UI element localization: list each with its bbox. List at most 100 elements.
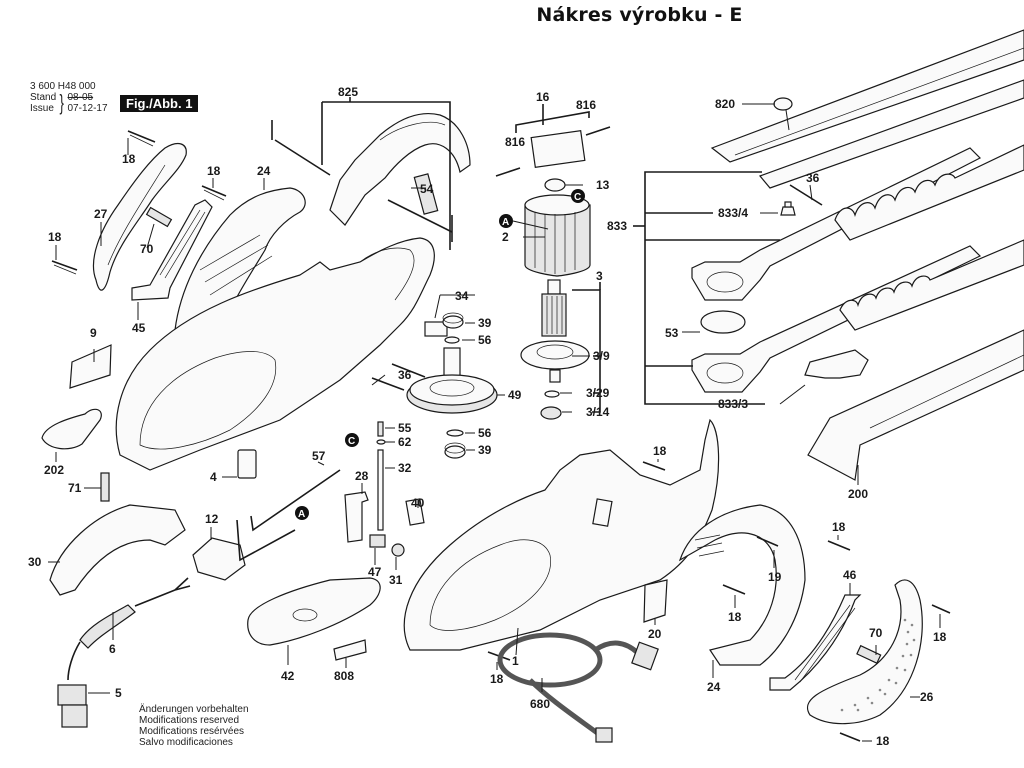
label-18-a: 18: [122, 152, 136, 166]
label-56-bottom: 56: [478, 426, 492, 440]
part-handle-grip-27: [92, 142, 187, 291]
label-27: 27: [94, 207, 108, 221]
label-816-top: 816: [576, 98, 596, 112]
spring-70-b: [856, 644, 882, 664]
blade-upper: [691, 144, 1024, 301]
svg-text:C: C: [348, 436, 355, 447]
label-16: 16: [536, 90, 550, 104]
label-18-right: 18: [933, 630, 947, 644]
label-18-c: 18: [207, 164, 221, 178]
part-housing-lower: [115, 237, 435, 471]
brush-holder-16: [495, 126, 611, 177]
label-54: 54: [420, 182, 434, 196]
label-71: 71: [68, 481, 82, 495]
label-9: 9: [90, 326, 97, 340]
label-40: 40: [411, 496, 425, 510]
label-24-top: 24: [257, 164, 271, 178]
bushing-39-b: [444, 442, 466, 459]
washer-3-29: [544, 390, 560, 398]
svg-text:A: A: [502, 217, 509, 228]
label-18-bottom: 18: [490, 672, 504, 686]
label-6: 6: [109, 642, 116, 656]
label-39-bottom: 39: [478, 443, 492, 457]
screw-18-g: [827, 540, 851, 551]
bearing-3-14: [540, 406, 562, 420]
label-57: 57: [312, 449, 326, 463]
stand-value: 08-05: [67, 92, 94, 103]
label-45: 45: [132, 321, 146, 335]
label-3-14: 3/14: [586, 405, 610, 419]
label-53: 53: [665, 326, 679, 340]
guard-26: [806, 579, 923, 725]
label-833: 833: [607, 219, 627, 233]
document-info: 3 600 H48 000 Stand Issue } 08-05 07-12-…: [30, 81, 108, 114]
part-rod-825-b: [387, 199, 453, 242]
label-62: 62: [398, 435, 412, 449]
page-title: Nákres výrobku - E: [536, 4, 743, 26]
svg-text:A: A: [298, 509, 305, 520]
armature-3: [541, 279, 567, 337]
screw-18-c: [201, 185, 227, 201]
part-switch-34: [424, 321, 448, 337]
label-808: 808: [334, 669, 354, 683]
label-39-top: 39: [478, 316, 492, 330]
rod-32: [377, 449, 384, 531]
part-40: [405, 498, 425, 526]
cover-42: [247, 577, 381, 646]
reference-marker-a-wire: A: [295, 506, 309, 520]
label-680: 680: [530, 697, 550, 711]
fan-3-9: [520, 340, 590, 383]
screw-18-h: [931, 604, 951, 614]
bearing-13: [544, 178, 566, 192]
screw-18-a: [127, 130, 156, 147]
spring-71: [100, 472, 110, 502]
brace-icon: }: [59, 90, 65, 115]
part-grip-45: [131, 199, 213, 301]
spring-70-a: [145, 206, 173, 228]
stand-label: Stand: [30, 92, 57, 103]
disclaimer-line-de: Änderungen vorbehalten: [139, 704, 249, 715]
ring-62: [376, 439, 386, 445]
disclaimer-line-en: Modifications reserved: [139, 715, 240, 726]
blade-cover-200: [807, 329, 1024, 481]
part-labels: 825 16 816 816 13 2 3 3/9 3/29 3/14 820 …: [28, 85, 947, 748]
screw-18-d: [642, 461, 666, 471]
label-42: 42: [281, 669, 295, 683]
reference-marker-a-motor: A: [499, 214, 549, 230]
label-202: 202: [44, 463, 64, 477]
label-200: 200: [848, 487, 868, 501]
spring-54: [413, 173, 439, 215]
part-number: 3 600 H48 000: [30, 81, 96, 92]
label-28: 28: [355, 469, 369, 483]
svg-text:C: C: [574, 192, 581, 203]
label-32: 32: [398, 461, 412, 475]
stand-issue-block: Stand Issue } 08-05 07-12-17: [30, 90, 108, 115]
label-5: 5: [115, 686, 122, 700]
part-rod-36-b: [371, 363, 426, 391]
label-46: 46: [843, 568, 857, 582]
label-24-bottom: 24: [707, 680, 721, 694]
label-19: 19: [768, 570, 782, 584]
nut-833-4: [780, 201, 796, 216]
label-18-guard: 18: [876, 734, 890, 748]
switch-12: [192, 519, 296, 581]
cable-680: [497, 632, 659, 743]
label-56-top: 56: [478, 333, 492, 347]
label-4: 4: [210, 470, 217, 484]
cable-6: [67, 577, 191, 681]
stator-2: [524, 194, 591, 277]
label-70-left: 70: [140, 242, 154, 256]
plate-53: [700, 310, 746, 334]
capacitor-4: [237, 449, 257, 479]
screw-18-b: [51, 260, 78, 275]
washer-56-b: [446, 429, 464, 437]
label-34: 34: [455, 289, 469, 303]
issue-value: 07-12-17: [67, 103, 108, 114]
figure-badge: Fig./Abb. 1: [120, 95, 199, 112]
part-rod-825-a: [271, 120, 331, 176]
blade-lower: [691, 239, 1024, 393]
label-26: 26: [920, 690, 934, 704]
part-housing-24-top: [174, 187, 306, 331]
part-handle-825: [329, 112, 471, 226]
label-808: [333, 639, 367, 661]
